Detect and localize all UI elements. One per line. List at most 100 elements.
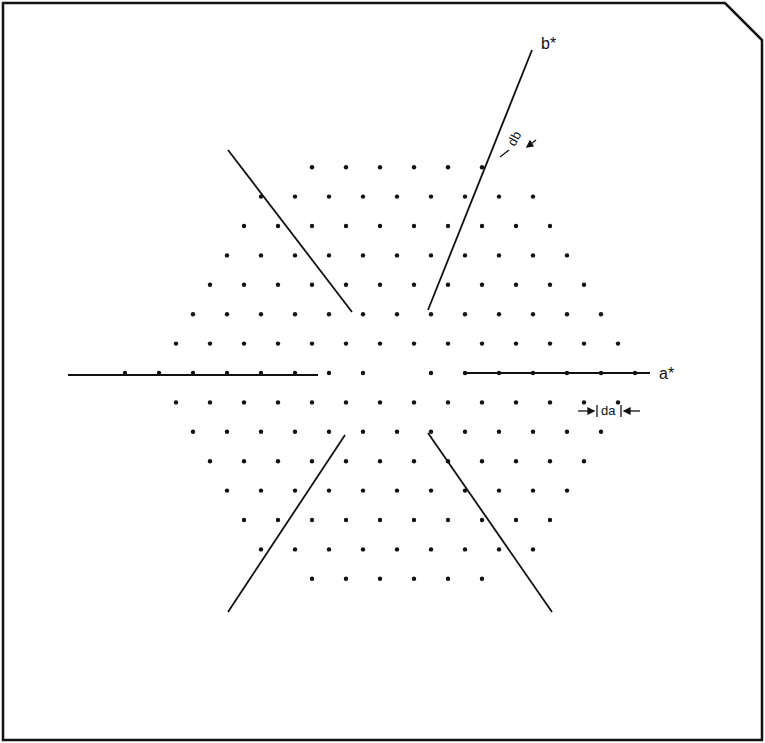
lattice-dot [208, 341, 212, 345]
lattice-dot [412, 577, 416, 581]
lattice-dot [395, 430, 399, 434]
lattice-dot [208, 459, 212, 463]
lattice-dot [480, 341, 484, 345]
lattice-dot [531, 312, 535, 316]
lattice-dot [361, 312, 365, 316]
lattice-dot [293, 547, 297, 551]
lattice-dot [395, 488, 399, 492]
lattice-dot [429, 371, 433, 375]
lattice-dot [378, 341, 382, 345]
lattice-dot [497, 430, 501, 434]
lattice-dot [429, 253, 433, 257]
lattice-dot [361, 488, 365, 492]
lattice-dot [191, 430, 195, 434]
lattice-dot [327, 430, 331, 434]
lattice-dot [599, 371, 603, 375]
lattice-dot [395, 194, 399, 198]
lattice-dot [191, 371, 195, 375]
lattice-dot [548, 283, 552, 287]
lattice-dot [242, 400, 246, 404]
lattice-dot [514, 459, 518, 463]
lattice-dot [565, 253, 569, 257]
lattice-dot [412, 459, 416, 463]
lattice-dot [412, 283, 416, 287]
lattice-dot [548, 518, 552, 522]
lattice-dot [446, 165, 450, 169]
lattice-dot [480, 459, 484, 463]
lattice-dot [429, 430, 433, 434]
lattice-dot [463, 488, 467, 492]
tick [596, 405, 597, 417]
lattice-dot [378, 224, 382, 228]
lattice-dot [225, 488, 229, 492]
lattice-dot [327, 547, 331, 551]
lattice-dot [361, 547, 365, 551]
lattice-dot [344, 577, 348, 581]
lattice-dot [395, 547, 399, 551]
lattice-dot [310, 224, 314, 228]
lattice-dot [327, 253, 331, 257]
lattice-dot [344, 165, 348, 169]
lattice-dot [514, 224, 518, 228]
lattice-dot [276, 459, 280, 463]
lattice-dot [531, 253, 535, 257]
lattice-dot [429, 547, 433, 551]
lattice-dot [412, 224, 416, 228]
axis-line [228, 150, 352, 312]
lattice-dot [293, 194, 297, 198]
a-star-axis [465, 372, 650, 374]
lattice-dot [412, 341, 416, 345]
lattice-dot [293, 488, 297, 492]
lattice-dot [276, 224, 280, 228]
lattice-dot [531, 371, 535, 375]
arrowhead [624, 408, 630, 414]
lattice-dot [497, 253, 501, 257]
lattice-dot [123, 371, 127, 375]
lattice-dot [514, 518, 518, 522]
lattice-dot [565, 488, 569, 492]
lattice-dot [412, 165, 416, 169]
arrowhead [527, 141, 533, 147]
lattice-dot [616, 341, 620, 345]
lattice-dot [242, 459, 246, 463]
lattice-dot [225, 371, 229, 375]
lattice-dot [429, 312, 433, 316]
frame [3, 3, 762, 740]
lattice-dot [446, 459, 450, 463]
spacing-arrow [500, 150, 509, 157]
lattice-dot [327, 371, 331, 375]
lattice-dot [565, 312, 569, 316]
lattice-dot [259, 371, 263, 375]
lattice-dot [514, 341, 518, 345]
lattice-dot [293, 371, 297, 375]
lattice-dot [378, 518, 382, 522]
lattice-dot [463, 194, 467, 198]
lattice-dot [327, 194, 331, 198]
lattice-dot [259, 547, 263, 551]
lattice-dot [412, 518, 416, 522]
lattice-dot [344, 518, 348, 522]
lattice-dot [548, 400, 552, 404]
lattice-dot [174, 341, 178, 345]
lattice-dot [378, 400, 382, 404]
lattice-dot [310, 518, 314, 522]
arrowhead [588, 408, 594, 414]
lattice-dot [497, 488, 501, 492]
lattice-dot [446, 341, 450, 345]
lattice-dot [157, 371, 161, 375]
lattice-dot [225, 312, 229, 316]
lattice-dot [361, 194, 365, 198]
lattice-dot [310, 577, 314, 581]
spacing-label: da [600, 404, 616, 417]
lattice-dots [123, 165, 671, 581]
lattice-dot [242, 518, 246, 522]
lattice-dot [599, 312, 603, 316]
lattice-dot [310, 283, 314, 287]
lattice-dot [531, 547, 535, 551]
lattice-dot [582, 283, 586, 287]
lattice-dot [310, 459, 314, 463]
lattice-dot [480, 224, 484, 228]
lattice-dot [463, 312, 467, 316]
lattice-dot [480, 400, 484, 404]
